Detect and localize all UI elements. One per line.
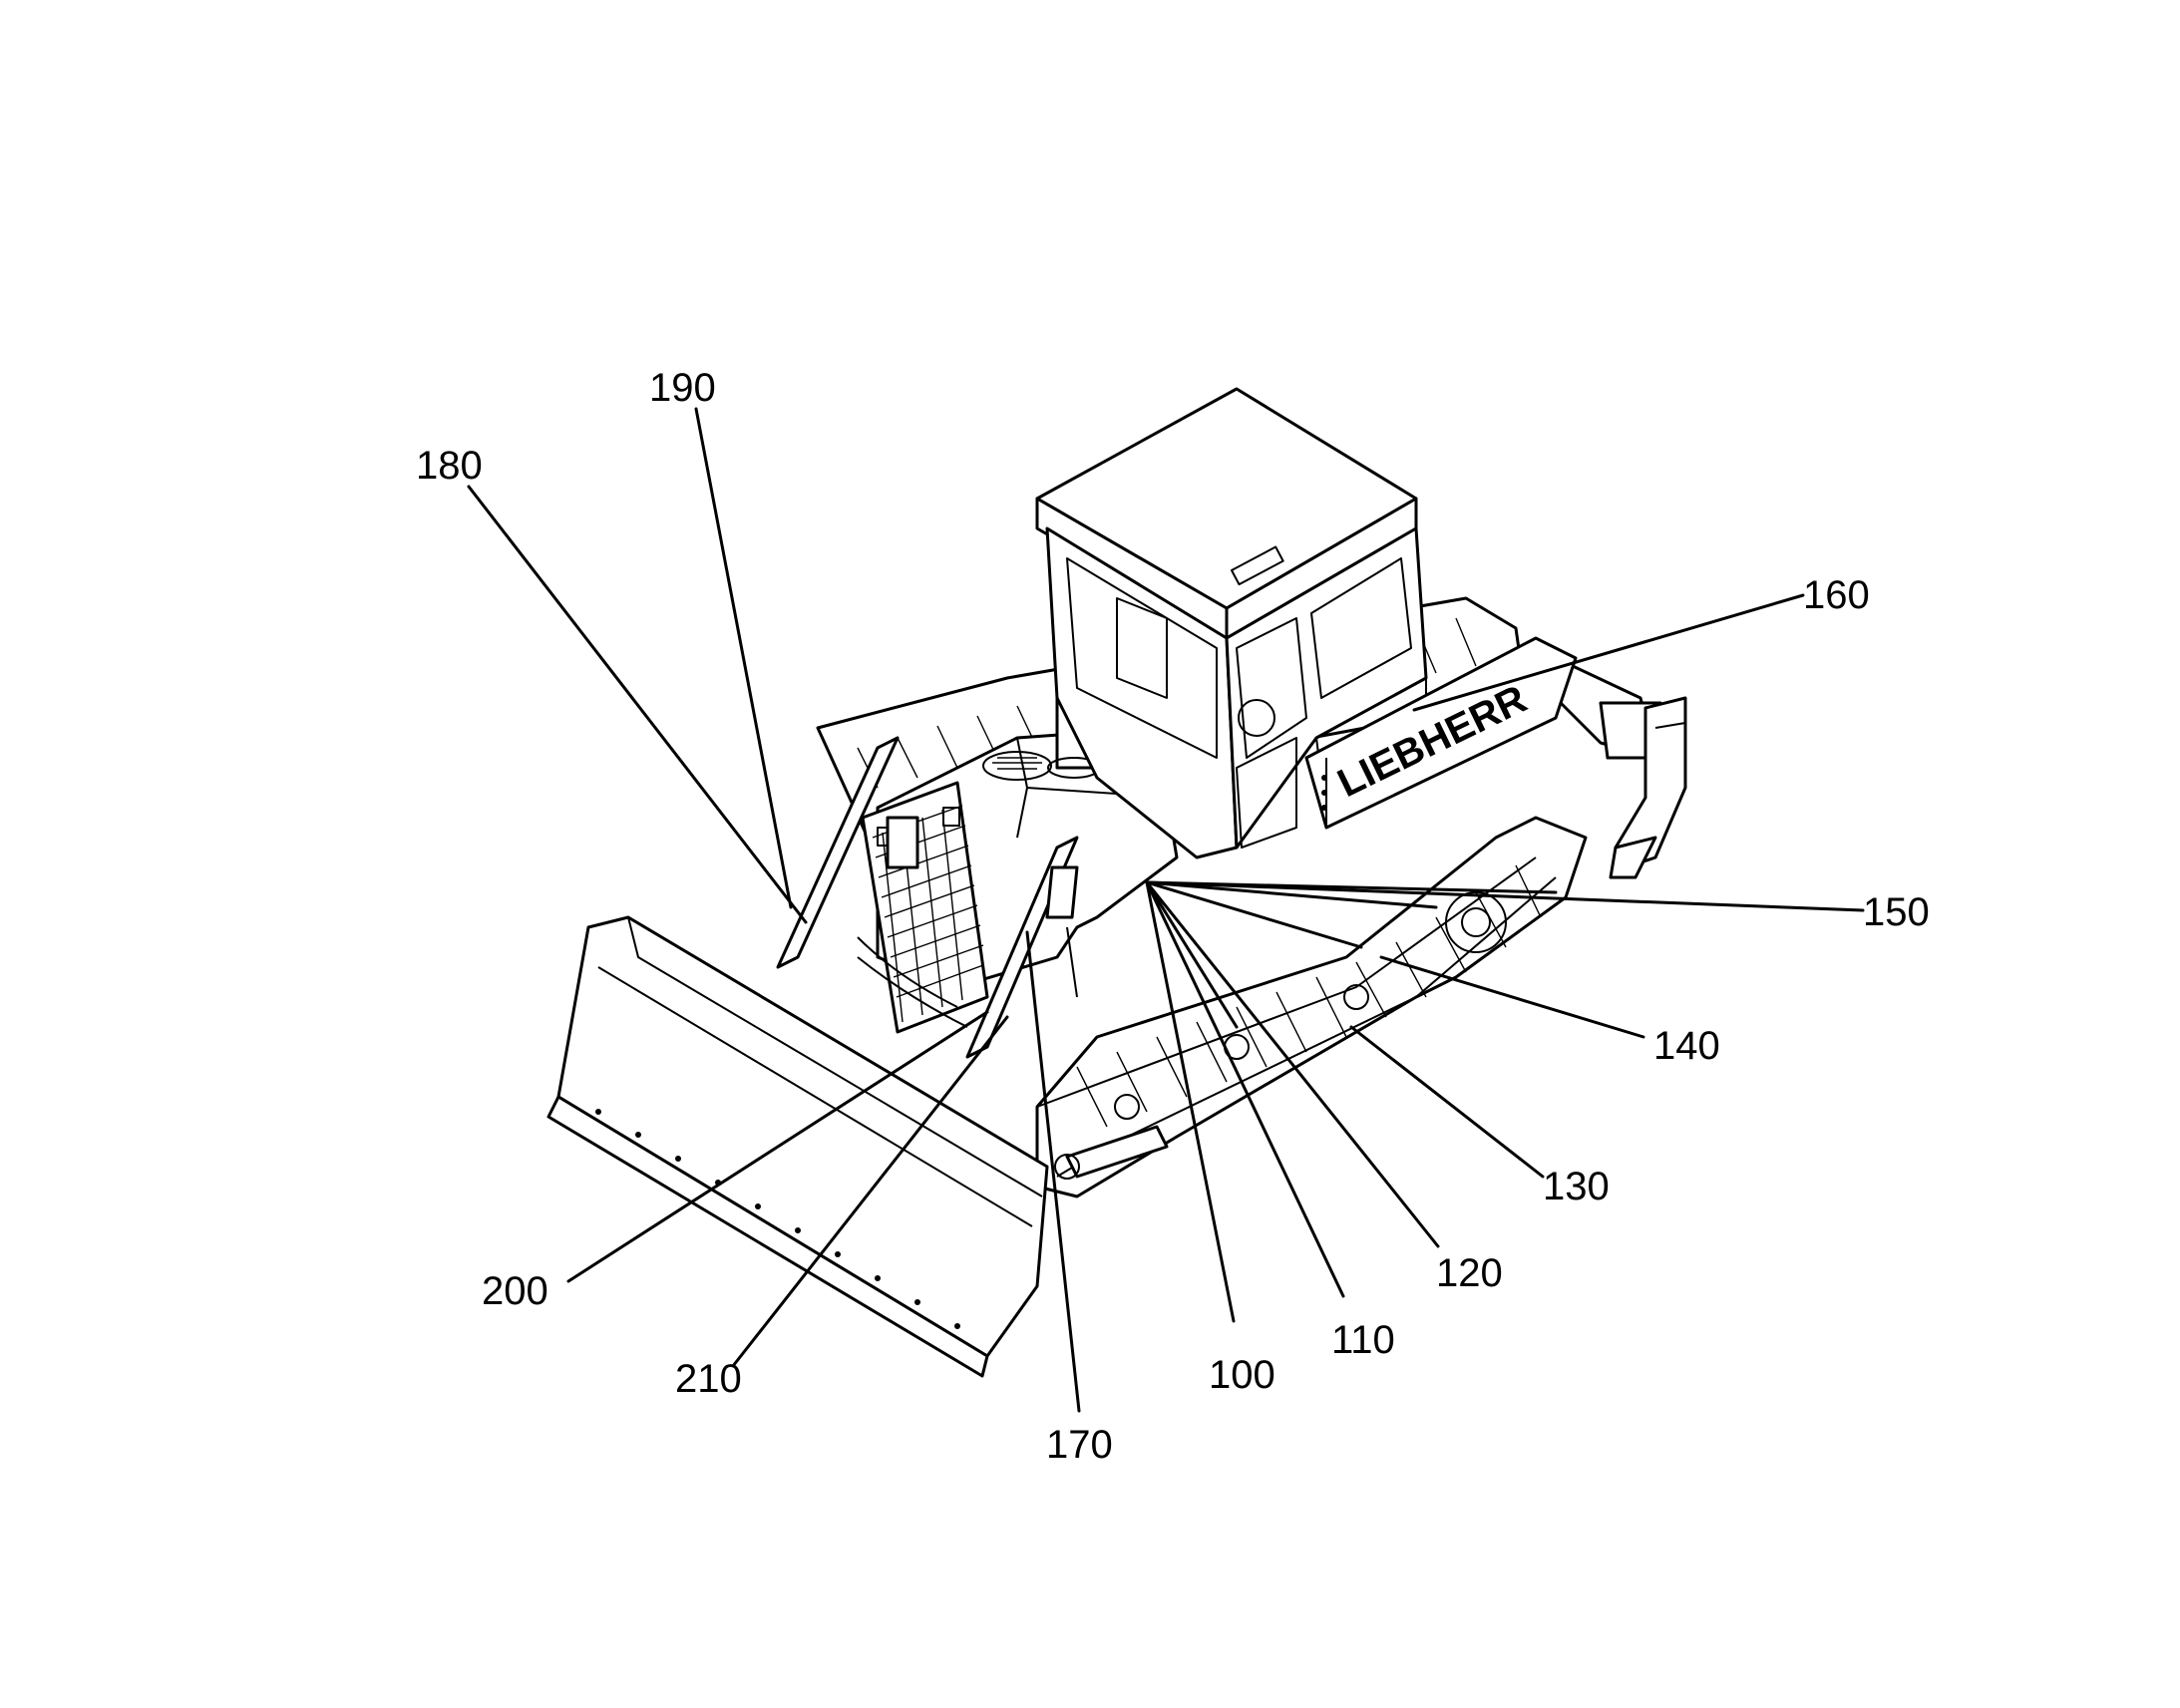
callout-labels: 100 110 120 130 140 150 160 170 180 190 … xyxy=(416,366,1930,1467)
blade-bolts xyxy=(595,1109,960,1329)
leader-fan-3 xyxy=(1145,880,1438,909)
leader-140 xyxy=(1379,955,1645,1039)
lift-cylinders xyxy=(776,736,1079,1059)
leader-170 xyxy=(1025,930,1081,1413)
callout-130: 130 xyxy=(1543,1165,1610,1208)
leader-210 xyxy=(731,1015,1009,1368)
callout-140: 140 xyxy=(1653,1024,1720,1068)
leader-200 xyxy=(566,1010,989,1283)
leader-110 xyxy=(1145,880,1345,1298)
callout-170: 170 xyxy=(1046,1423,1113,1467)
tilt-cylinder xyxy=(1054,1125,1169,1180)
rear-ripper xyxy=(1554,656,1687,879)
leader-120 xyxy=(1145,880,1440,1248)
leader-fan-2 xyxy=(1145,880,1363,949)
leader-130 xyxy=(1349,1025,1545,1179)
callout-190: 190 xyxy=(649,366,716,410)
leader-lines xyxy=(467,407,1865,1413)
callout-110: 110 xyxy=(1331,1318,1395,1362)
callout-210: 210 xyxy=(675,1357,742,1401)
callout-200: 200 xyxy=(482,1269,548,1313)
leader-160 xyxy=(1412,593,1805,712)
leader-fan-1 xyxy=(1145,880,1239,1029)
leader-150b xyxy=(1145,880,1558,894)
callout-150: 150 xyxy=(1863,890,1930,934)
bulldozer-drawing: LIEBHERR xyxy=(546,387,1687,1378)
leader-100 xyxy=(1145,880,1236,1323)
dozer-blade xyxy=(546,915,1049,1378)
leader-180 xyxy=(467,485,808,924)
callout-180: 180 xyxy=(416,444,483,488)
leader-190 xyxy=(694,407,793,909)
leader-150a xyxy=(1145,880,1865,912)
callout-120: 120 xyxy=(1436,1251,1503,1295)
operator-cab xyxy=(1035,387,1428,859)
callout-100: 100 xyxy=(1209,1353,1275,1397)
callout-160: 160 xyxy=(1803,573,1870,617)
